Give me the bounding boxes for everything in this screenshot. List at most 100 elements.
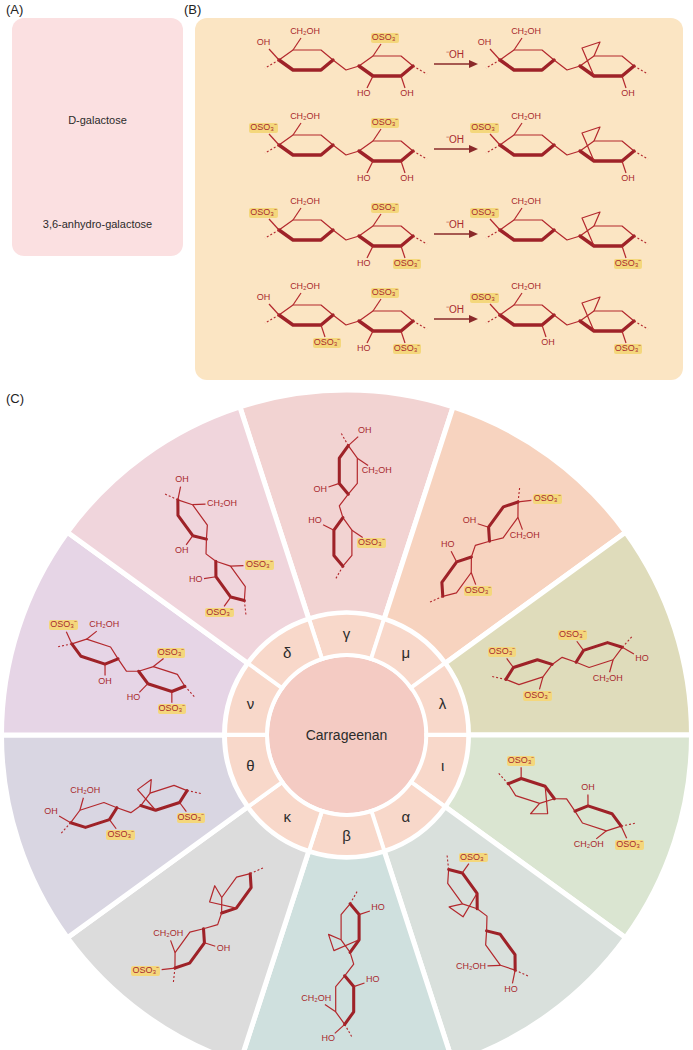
substituent-bond [171,691,172,702]
atom-label: CH₂OH [511,282,541,292]
anhydro-bridge [210,886,237,908]
substituent-bond [352,530,363,537]
sulfate-label: OSO₃⁻ [614,259,643,269]
ring-front-bond [500,60,554,70]
substituent-bond [204,943,215,946]
type-sector: λ [408,660,471,738]
substituent-bond [514,208,522,220]
glycosidic-bond [554,60,580,70]
substituent-bond [622,246,626,258]
sulfate-label: OSO₃⁻ [371,203,400,213]
sugar-structure [486,293,648,343]
sugar-structure [165,487,246,615]
substituent-bond [87,631,97,639]
substituent-bond [59,816,71,823]
glycosidic-bond [554,145,580,155]
ring-bond [575,806,621,831]
substituent-bond [354,983,365,987]
reaction-arrow [434,148,470,149]
reaction-arrow [434,233,470,234]
ring-front-bond [350,904,359,953]
substituent-bond [373,44,381,56]
sugar-structure [486,208,648,258]
ring-bond [486,931,516,970]
chain-continuation [265,145,279,153]
atom-label: HO [357,89,371,99]
ring-front-bond [359,66,413,76]
sector-shape [248,619,322,688]
chain-continuation [265,315,279,323]
sugar-structure [265,123,427,173]
substituent-bond [293,208,301,220]
substituent-bond [193,504,206,506]
structure-sector [2,735,248,938]
ring-bond [448,869,477,908]
reaction-arrow [434,318,470,319]
substituent-bond [512,970,515,983]
atom-label: HO [366,975,380,985]
ring-front-bond [580,151,634,161]
atom-label: OH [581,783,595,793]
atom-label: OH [358,426,372,436]
ring-bond [500,135,554,155]
sulfate-label: OSO₃⁻ [533,494,562,504]
panel-label: (C) [6,392,24,406]
substituent-bond [139,684,147,693]
substituent-bond [401,246,405,258]
sulfate-label: OSO₃⁻ [249,208,278,218]
sulfate-label: OSO₃⁻ [507,756,536,766]
atom-label: HO [441,540,455,550]
panel-label: (B) [184,3,201,17]
substituent-bond [373,299,381,311]
atom-label: OH [541,338,555,348]
panel-label: (A) [6,3,23,17]
ring-front-bond [334,518,343,567]
arrow-head [469,60,478,68]
atom-label: OH [175,475,189,485]
chain-continuation [413,151,427,159]
glycosidic-bond [552,657,576,664]
reaction-arrow [434,63,470,64]
substituent-bond [321,325,325,337]
reagent-label: ⁻OH [446,219,464,230]
substituent-bond [109,820,116,829]
type-letter: θ [246,757,254,775]
substituent-bond [180,802,187,811]
substituent-bond [622,76,626,88]
ring-bond [71,802,117,827]
chain-continuation [250,868,263,874]
sugar-structure [162,868,264,983]
glycosidic-bond [333,315,359,325]
substituent-bond [171,940,176,952]
substituent-bond [490,49,500,60]
substituent-bond [104,664,105,675]
atom-label: CH₂OH [290,197,320,207]
glycosidic-bond [333,145,359,155]
ring-bond [222,874,251,913]
sulfate-label: OSO₃⁻ [470,293,499,303]
substituent-bond [471,572,476,584]
chain-continuation [518,488,520,502]
sulfate-label: OSO₃⁻ [245,560,274,570]
atom-label: OH [257,38,271,48]
structure-sector [445,532,691,735]
ring-bond [580,56,634,76]
ring-front-bond [216,561,245,600]
substituent-bond [204,577,216,579]
ring-front-bond [71,808,117,828]
ring-bond [339,446,357,495]
anhydro-bridge [582,42,600,76]
substituent-bond [539,677,543,689]
chain-continuation [413,236,427,244]
sulfate-label: OSO₃⁻ [177,813,206,823]
sugar-structure [323,433,368,579]
atom-label: OH [463,516,477,526]
ring-front-bond [279,145,333,155]
atom-label: CH₂OH [290,112,320,122]
glycosidic-bond [554,230,580,240]
ring-bond [359,56,413,76]
ring-front-bond [500,145,554,155]
ring-bond [72,639,118,664]
type-sector: θ [222,732,285,810]
